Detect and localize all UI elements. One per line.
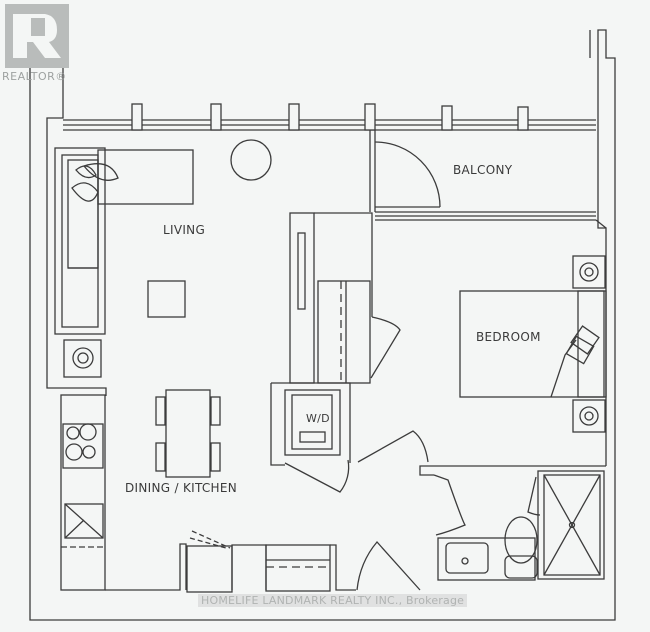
dining-table xyxy=(155,389,221,478)
realtor-logo: REALTOR® xyxy=(2,4,70,88)
sofa xyxy=(54,147,194,335)
bathroom xyxy=(433,470,605,581)
brokerage-watermark: HOMELIFE LANDMARK REALTY INC., Brokerage xyxy=(198,594,468,607)
room-label-bedroom: BEDROOM xyxy=(476,330,541,344)
room-label-balcony: BALCONY xyxy=(453,163,513,177)
washer-dryer xyxy=(270,382,429,493)
realtor-label: REALTOR® xyxy=(2,70,67,83)
kitchen xyxy=(60,394,106,591)
speaker-icon xyxy=(572,255,606,433)
room-label-laundry: W/D xyxy=(306,412,330,425)
realtor-r-icon xyxy=(5,4,69,68)
closet xyxy=(289,212,401,384)
window-wall xyxy=(63,103,596,131)
outer-walls xyxy=(29,29,616,621)
coffee-table xyxy=(147,280,186,318)
kitchen-island xyxy=(105,530,421,593)
bed xyxy=(459,290,607,398)
room-label-living: LIVING xyxy=(163,223,206,237)
balcony-door xyxy=(369,130,607,229)
round-table xyxy=(230,139,272,181)
speaker-icon xyxy=(63,339,102,378)
room-label-dining-kitchen: DINING / KITCHEN xyxy=(125,481,238,495)
